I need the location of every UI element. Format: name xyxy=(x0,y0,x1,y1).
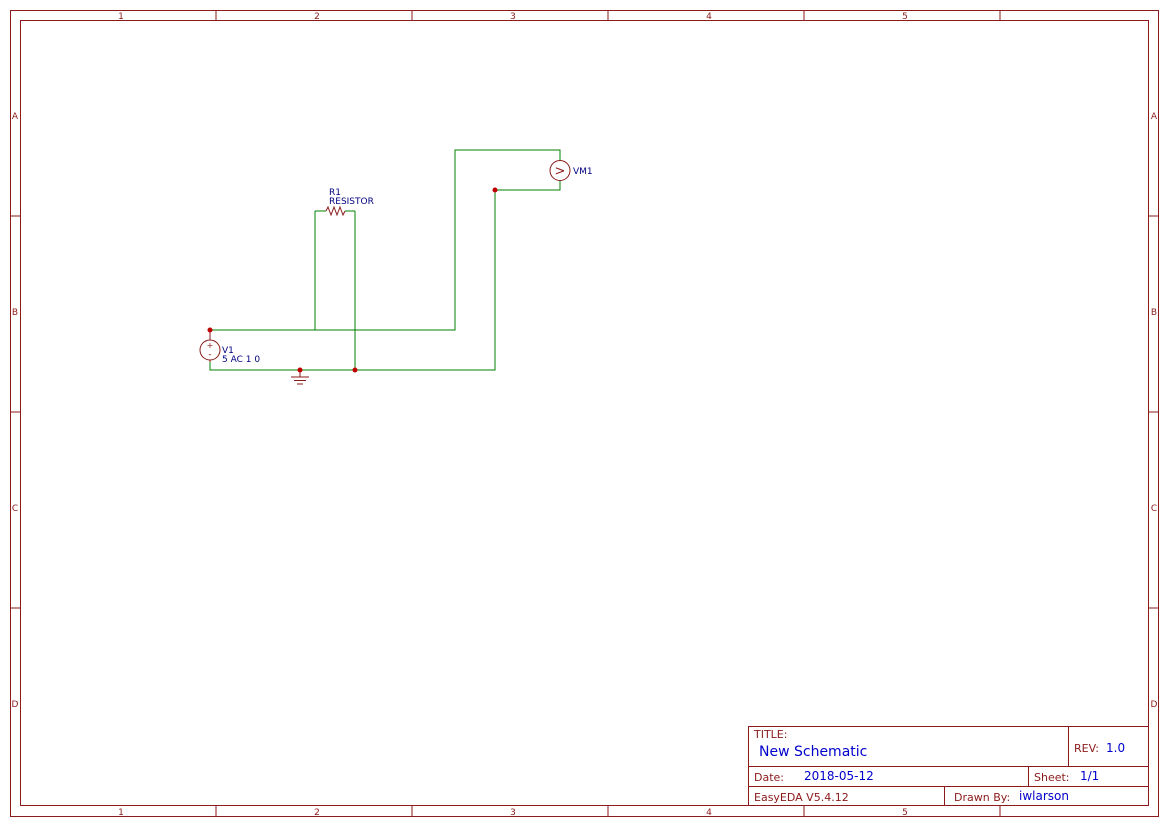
wire-top-net[interactable] xyxy=(210,149,561,331)
col-label-bottom-2: 2 xyxy=(314,808,320,818)
row-label-left-d: D xyxy=(12,700,19,710)
row-labels: A B C D A B C D xyxy=(12,112,1158,710)
v1-designator: V1 xyxy=(222,346,234,356)
voltmeter-glyph: > xyxy=(555,164,566,179)
vm1-designator: VM1 xyxy=(573,167,593,177)
row-label-left-c: C xyxy=(12,504,18,514)
row-ticks xyxy=(10,215,1159,609)
row-label-left-a: A xyxy=(12,112,19,122)
junction-dot xyxy=(352,367,358,373)
col-label-bottom-3: 3 xyxy=(510,808,516,818)
title-label: TITLE: xyxy=(753,728,787,741)
row-label-right-c: C xyxy=(1151,504,1157,514)
r1-value: RESISTOR xyxy=(329,197,374,207)
junction-dot xyxy=(297,367,303,373)
col-label-bottom-4: 4 xyxy=(706,808,712,818)
wire-bottom-net[interactable] xyxy=(209,181,561,371)
voltage-source-v1[interactable]: + - V1 5 AC 1 0 xyxy=(199,330,260,365)
col-label-top-1: 1 xyxy=(118,12,124,22)
junction-dot xyxy=(492,187,498,193)
col-label-top-5: 5 xyxy=(902,12,908,22)
v1-value: 5 AC 1 0 xyxy=(222,355,260,365)
v1-minus-sign: - xyxy=(208,350,211,360)
resistor-r1[interactable]: R1 RESISTOR xyxy=(325,188,374,217)
junction-dot xyxy=(207,327,213,333)
r1-designator: R1 xyxy=(329,188,341,198)
voltmeter-vm1[interactable]: > VM1 xyxy=(549,160,593,181)
drawn-by-value[interactable]: iwlarson xyxy=(1019,789,1069,803)
column-labels: 1 2 3 4 5 1 2 3 4 5 xyxy=(118,12,908,818)
row-label-right-d: D xyxy=(1151,700,1158,710)
voltmeter-icon xyxy=(549,160,571,181)
col-label-top-4: 4 xyxy=(706,12,712,22)
rev-label: REV: xyxy=(1074,742,1099,755)
title-block: TITLE: New Schematic REV: 1.0 Date: 2018… xyxy=(748,726,1149,806)
outer-border xyxy=(10,10,1159,817)
sheet-value[interactable]: 1/1 xyxy=(1080,769,1099,783)
row-label-left-b: B xyxy=(12,308,18,318)
col-label-top-2: 2 xyxy=(314,12,320,22)
col-label-top-3: 3 xyxy=(510,12,516,22)
row-label-right-a: A xyxy=(1151,112,1158,122)
schematic-title[interactable]: New Schematic xyxy=(759,744,867,760)
rev-value[interactable]: 1.0 xyxy=(1106,741,1125,755)
sheet-label: Sheet: xyxy=(1034,771,1070,784)
junctions xyxy=(207,187,498,373)
row-label-right-b: B xyxy=(1151,308,1157,318)
v1-plus-sign: + xyxy=(207,341,214,350)
sheet-frame xyxy=(10,10,1159,817)
col-label-bottom-1: 1 xyxy=(118,808,124,818)
date-value[interactable]: 2018-05-12 xyxy=(804,769,874,783)
software-version: EasyEDA V5.4.12 xyxy=(754,791,849,804)
resistor-zigzag-icon xyxy=(325,205,346,217)
drawn-by-label: Drawn By: xyxy=(954,791,1010,804)
wires xyxy=(209,149,561,371)
col-label-bottom-5: 5 xyxy=(902,808,908,818)
column-ticks xyxy=(215,10,1001,817)
inner-border xyxy=(20,20,1149,806)
date-label: Date: xyxy=(754,771,784,784)
